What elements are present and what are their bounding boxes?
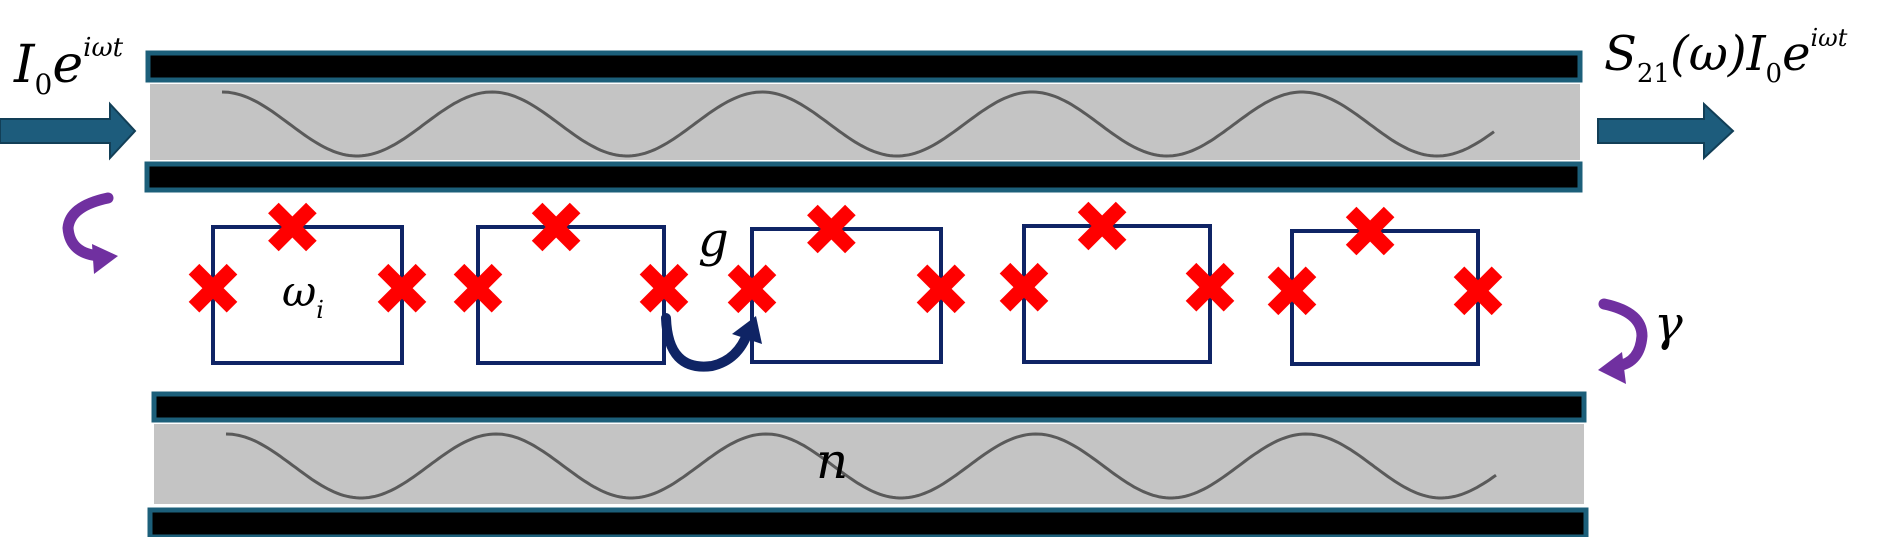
josephson-junction bbox=[453, 263, 503, 313]
refractive-index-label: n bbox=[816, 432, 848, 490]
resonator-2 bbox=[453, 202, 689, 365]
josephson-junction bbox=[531, 202, 581, 252]
resonator-frequency-label: ωi bbox=[282, 267, 324, 324]
bottom-standing-wave bbox=[225, 432, 1497, 500]
input-arrow bbox=[0, 101, 137, 161]
top-waveguide-upper-rail bbox=[145, 50, 1583, 83]
output-arrow bbox=[1597, 101, 1735, 161]
decay-curl-arrow bbox=[1598, 298, 1648, 384]
josephson-junction bbox=[807, 204, 856, 254]
decay-rate-label: γ bbox=[1654, 296, 1683, 352]
bottom-waveguide-lower-rail bbox=[147, 507, 1589, 537]
josephson-junction bbox=[268, 202, 317, 252]
input-signal-label: I0eiωt bbox=[13, 33, 124, 101]
bottom-waveguide bbox=[147, 391, 1589, 537]
resonator-5 bbox=[1267, 206, 1503, 366]
josephson-junction bbox=[188, 263, 238, 313]
josephson-junction bbox=[1185, 262, 1235, 312]
josephson-junction bbox=[999, 262, 1049, 312]
resonator-array bbox=[188, 201, 1503, 366]
bottom-waveguide-upper-rail bbox=[151, 391, 1587, 423]
josephson-junction bbox=[916, 264, 966, 314]
josephson-junction bbox=[639, 263, 689, 313]
top-waveguide-lower-rail bbox=[144, 161, 1583, 193]
josephson-junction bbox=[1267, 266, 1317, 316]
resonator-4 bbox=[999, 201, 1235, 364]
josephson-junction bbox=[377, 263, 427, 313]
loss-curl-arrow-left bbox=[62, 192, 118, 274]
top-waveguide bbox=[144, 50, 1583, 193]
output-signal-label: S21(ω)I0eiωt bbox=[1604, 24, 1848, 89]
josephson-junction bbox=[727, 264, 777, 314]
coupling-arrow bbox=[661, 313, 762, 372]
resonator-1 bbox=[188, 202, 427, 365]
resonator-3 bbox=[727, 204, 966, 364]
coupling-label: g bbox=[698, 212, 729, 268]
top-standing-wave bbox=[221, 90, 1495, 158]
josephson-junction bbox=[1077, 201, 1127, 251]
josephson-junction bbox=[1453, 266, 1503, 316]
josephson-junction bbox=[1345, 206, 1395, 256]
